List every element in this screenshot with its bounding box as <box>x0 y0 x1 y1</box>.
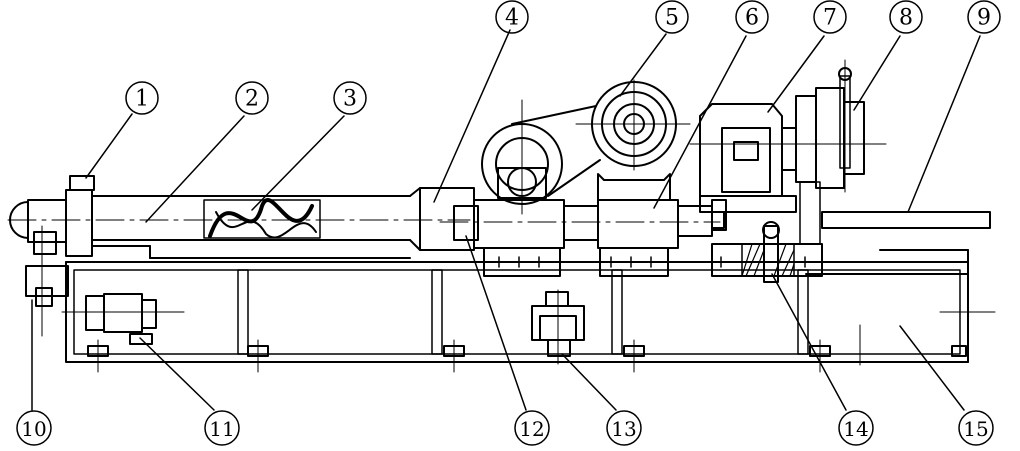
callout-9 <box>967 0 1001 34</box>
callout-7 <box>813 0 847 34</box>
callout-label-10: 10 <box>21 417 46 441</box>
bolt-markers <box>493 256 811 268</box>
callout-3 <box>333 81 367 115</box>
callout-15 <box>958 410 994 446</box>
hatched-bearing <box>741 221 795 283</box>
callout-12 <box>514 410 550 446</box>
drive-shaft <box>439 199 823 277</box>
callout-label-12: 12 <box>519 417 544 441</box>
callouts <box>16 0 1001 446</box>
callout-label-3: 3 <box>343 87 357 112</box>
callout-label-4: 4 <box>505 6 519 31</box>
leader-lines <box>31 29 981 411</box>
base-frame <box>65 249 996 373</box>
barrel-assembly <box>7 175 475 259</box>
callout-label-9: 9 <box>977 6 991 31</box>
callout-label-15: 15 <box>963 417 988 441</box>
callout-4 <box>495 0 529 34</box>
pump-13 <box>531 289 585 365</box>
callout-label-2: 2 <box>245 87 259 112</box>
output-rod <box>821 211 991 229</box>
callout-label-14: 14 <box>843 417 868 441</box>
callout-label-6: 6 <box>745 6 759 31</box>
callout-13 <box>606 410 642 446</box>
callout-14 <box>838 410 874 446</box>
callout-label-11: 11 <box>209 417 234 441</box>
callout-label-5: 5 <box>665 6 679 31</box>
callout-5 <box>655 0 689 34</box>
callout-label-13: 13 <box>611 417 636 441</box>
callout-2 <box>235 81 269 115</box>
gearbox-motor <box>689 59 887 245</box>
callout-8 <box>889 0 923 34</box>
callout-labels: 1 2 3 4 5 6 7 8 9 10 11 12 13 14 15 <box>21 6 991 442</box>
callout-11 <box>204 410 240 446</box>
pulley-system <box>481 79 691 215</box>
callout-label-7: 7 <box>823 6 837 31</box>
callout-10 <box>16 410 52 446</box>
callout-1 <box>125 81 159 115</box>
callout-6 <box>735 0 769 34</box>
callout-label-8: 8 <box>899 6 913 31</box>
lower-left-unit <box>25 225 185 345</box>
callout-label-1: 1 <box>135 87 149 112</box>
